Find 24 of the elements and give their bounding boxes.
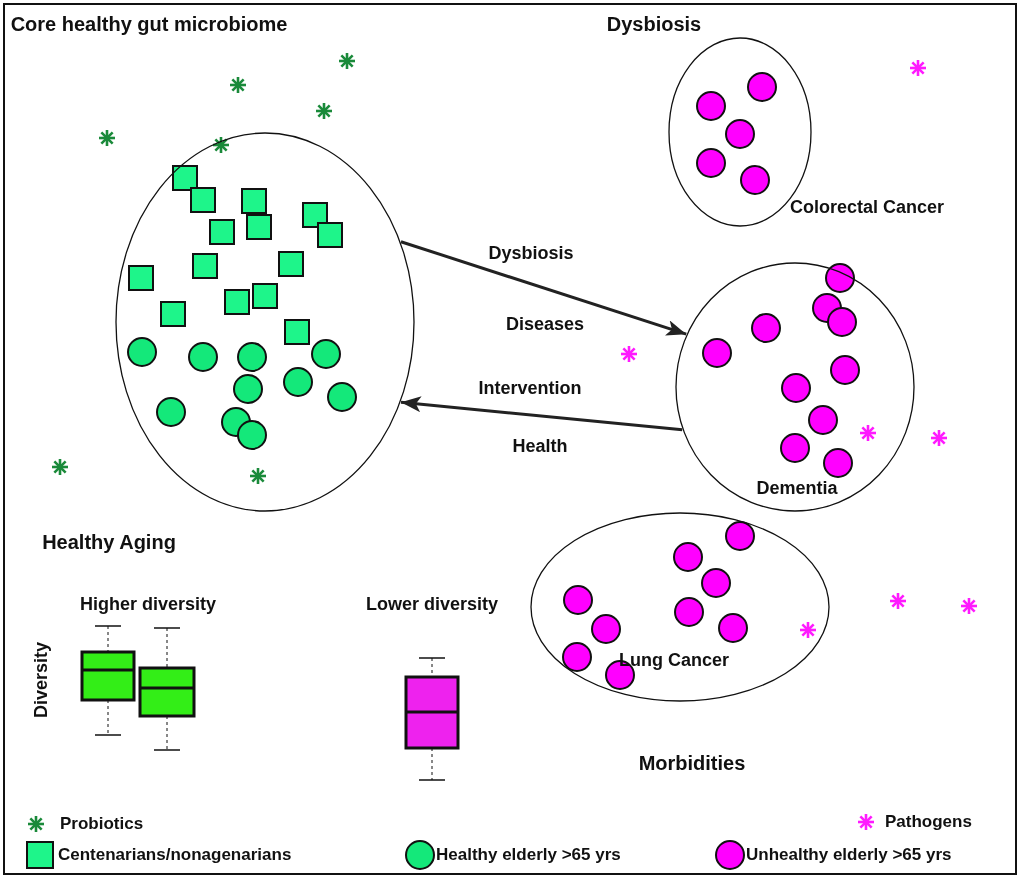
- heading: Healthy Aging: [42, 531, 176, 553]
- legend-label: Unhealthy elderly >65 yrs: [746, 845, 952, 865]
- heading: Lower diversity: [366, 595, 498, 615]
- legend-label: Healthy elderly >65 yrs: [436, 845, 621, 865]
- disease-label: Dementia: [756, 479, 838, 499]
- arrow: [400, 396, 683, 432]
- legend-label: Centenarians/nonagenarians: [58, 845, 292, 865]
- heading: Health: [512, 437, 568, 457]
- arrow: [400, 240, 687, 336]
- disease-label: Colorectal Cancer: [789, 198, 945, 218]
- legend-label: Pathogens: [885, 812, 972, 832]
- legend-label: Probiotics: [60, 814, 144, 834]
- disease-label: Lung Cancer: [619, 651, 729, 671]
- ellipse-region: [115, 132, 415, 512]
- edge-label: Dysbiosis: [488, 244, 574, 264]
- heading: Diseases: [505, 315, 585, 335]
- heading: Dysbiosis: [606, 13, 702, 35]
- heading: Core healthy gut microbiome: [10, 13, 288, 35]
- ellipse-region: [675, 262, 915, 512]
- ellipse-region: [530, 512, 830, 702]
- heading: Higher diversity: [80, 595, 216, 615]
- heading: Morbidities: [638, 752, 746, 774]
- axis-title: Diversity: [32, 642, 52, 718]
- edge-label: Intervention: [478, 379, 582, 399]
